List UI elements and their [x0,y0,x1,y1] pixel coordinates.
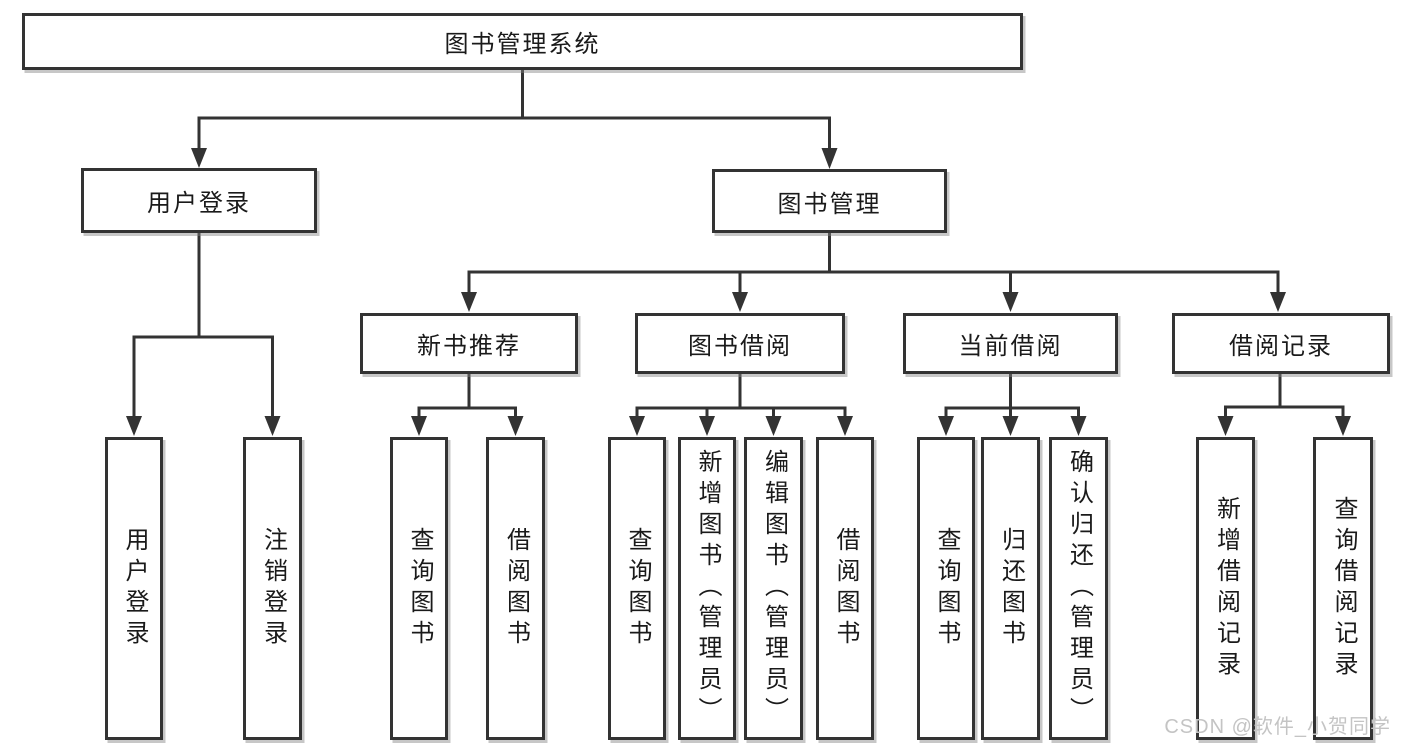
arrow-down-icon [765,416,782,436]
connector-book-management-to-level3 [461,230,1286,312]
connector-new-books-to-leaves [411,372,524,436]
leaf-label: 确认归还（管理员） [1065,449,1093,728]
leaf-label: 查询图书 [624,526,651,651]
leaf-add-borrow-record: 新增借阅记录 [1196,437,1255,740]
arrow-down-icon [1070,416,1087,436]
arrow-down-icon [821,148,838,169]
node-current-borrowing: 当前借阅 [903,313,1118,374]
arrow-down-icon [191,148,207,168]
node-label: 图书借阅 [688,333,792,360]
leaf-add-books-admin: 新增图书（管理员） [678,437,736,740]
leaf-label: 查询图书 [933,526,960,651]
leaf-label: 查询图书 [406,526,433,651]
leaf-label: 查询借阅记录 [1330,495,1357,682]
leaf-edit-books-admin: 编辑图书（管理员） [744,437,803,740]
leaf-query-books: 查询图书 [608,437,666,740]
arrow-down-icon [629,416,645,436]
node-new-book-recommendation: 新书推荐 [360,313,578,374]
leaf-label: 借阅图书 [502,526,530,651]
node-label: 借阅记录 [1229,333,1333,360]
connector-borrow-records-to-leaves [1217,372,1351,436]
leaf-label: 编辑图书（管理员） [760,449,788,728]
node-label: 图书管理系统 [444,31,601,58]
leaf-label: 新增借阅记录 [1212,495,1240,682]
leaf-label: 新增图书（管理员） [694,449,721,728]
arrow-down-icon [411,416,427,436]
node-root-system: 图书管理系统 [22,13,1023,70]
connector-root-to-level2 [191,67,838,169]
leaf-label: 注销登录 [259,526,287,651]
node-borrowing-records: 借阅记录 [1172,313,1390,374]
arrow-down-icon [1335,416,1351,436]
leaf-user-login: 用户登录 [105,437,163,740]
connector-user-login-to-leaves [126,230,281,436]
arrow-down-icon [264,416,281,436]
leaf-label: 用户登录 [121,526,148,651]
node-book-borrowing: 图书借阅 [635,313,845,374]
leaf-confirm-return-admin: 确认归还（管理员） [1049,437,1108,740]
leaf-query-books: 查询图书 [917,437,975,740]
arrow-down-icon [1270,292,1286,312]
arrow-down-icon [1002,292,1019,312]
csdn-watermark: CSDN @软件_小贺同学 [1164,716,1391,738]
arrow-down-icon [507,416,524,436]
node-label: 新书推荐 [417,333,521,360]
leaf-borrow-books: 借阅图书 [816,437,874,740]
arrow-down-icon [1217,416,1234,436]
node-label: 用户登录 [147,190,251,217]
arrow-down-icon [1002,416,1019,436]
arrow-down-icon [938,416,954,436]
leaf-borrow-books: 借阅图书 [486,437,545,740]
connector-current-borrow-to-leaves [938,372,1087,436]
arrow-down-icon [699,416,715,436]
leaf-query-books: 查询图书 [390,437,448,740]
leaf-label: 借阅图书 [832,526,859,651]
node-label: 当前借阅 [958,333,1063,360]
node-label: 图书管理 [777,190,882,218]
arrow-down-icon [126,416,142,436]
leaf-logout: 注销登录 [243,437,302,740]
arrow-down-icon [837,416,853,436]
leaf-query-borrow-record: 查询借阅记录 [1313,437,1373,740]
node-book-management: 图书管理 [712,169,947,233]
leaf-return-books: 归还图书 [981,437,1040,740]
connector-book-borrow-to-leaves [629,372,853,436]
node-user-login: 用户登录 [81,168,317,233]
arrow-down-icon [732,292,748,312]
arrow-down-icon [461,292,477,312]
leaf-label: 归还图书 [997,526,1025,651]
